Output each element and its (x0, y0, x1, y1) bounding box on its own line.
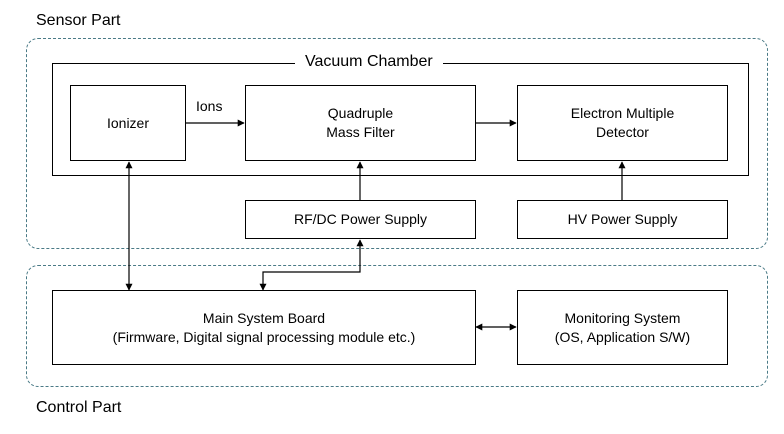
hv-label: HV Power Supply (567, 211, 678, 227)
hv-power-supply-box: HV Power Supply (517, 200, 728, 239)
arrow-rfdc-msb (259, 239, 364, 291)
sensor-part-group (26, 38, 768, 249)
qmf-label-line1: Quadruple (327, 105, 394, 121)
rfdc-label: RF/DC Power Supply (293, 211, 428, 227)
vacuum-chamber-title: Vacuum Chamber (295, 53, 443, 71)
ions-label: Ions (196, 98, 223, 114)
qmf-label-line2: Mass Filter (326, 124, 395, 140)
ionizer-label: Ionizer (106, 114, 150, 131)
msb-label-line2: (Firmware, Digital signal processing mod… (112, 328, 416, 345)
rfdc-power-supply-box: RF/DC Power Supply (245, 200, 476, 239)
monitoring-system-box: Monitoring System (OS, Application S/W) (517, 290, 728, 365)
sensor-part-label: Sensor Part (36, 12, 121, 29)
emd-box: Electron Multiple Detector (517, 85, 728, 161)
ionizer-box: Ionizer (70, 85, 186, 161)
emd-label-line1: Electron Multiple (570, 105, 675, 121)
mon-label-line1: Monitoring System (564, 309, 681, 326)
emd-label-line2: Detector (596, 124, 649, 140)
control-part-label: Control Part (36, 399, 122, 416)
qmf-box: Quadruple Mass Filter (245, 85, 476, 161)
main-system-board-box: Main System Board (Firmware, Digital sig… (52, 290, 476, 365)
mon-label-line2: (OS, Application S/W) (554, 328, 691, 345)
control-part-group (26, 265, 768, 387)
msb-label-line1: Main System Board (202, 309, 326, 326)
